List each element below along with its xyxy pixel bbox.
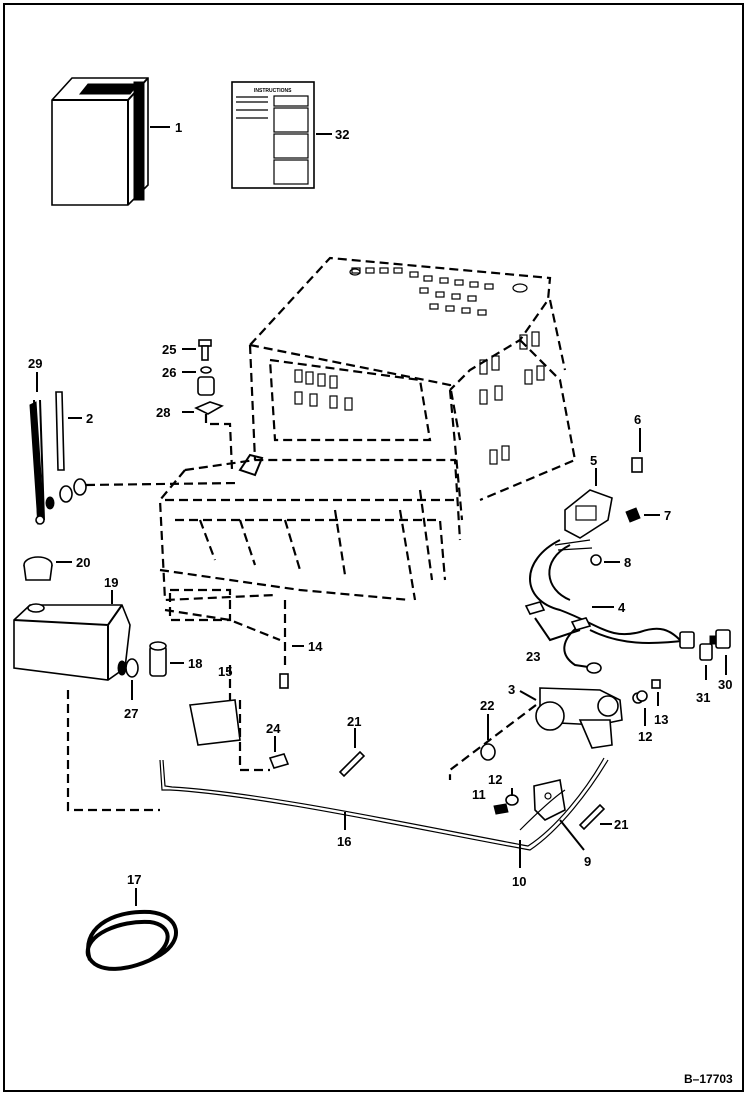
instruction-sheet: INSTRUCTIONS <box>231 81 332 189</box>
callout-7: 7 <box>664 508 671 523</box>
callout-8: 8 <box>624 555 631 570</box>
nozzle-clip <box>268 736 290 769</box>
callout-14: 14 <box>308 639 323 654</box>
washer-pump-seal <box>117 658 139 700</box>
callout-28: 28 <box>156 405 170 420</box>
callout-30: 30 <box>718 677 732 692</box>
callout-11: 11 <box>472 787 486 802</box>
callout-4: 4 <box>618 600 626 615</box>
arm-hardware <box>45 478 239 510</box>
figure-border <box>3 3 744 1092</box>
callout-19: 19 <box>104 575 118 590</box>
kit-box <box>51 77 170 206</box>
washer-reservoir <box>13 590 160 812</box>
grommet <box>480 714 496 761</box>
harness-plugs <box>679 629 731 680</box>
motor-nut <box>651 679 661 706</box>
linkage-pin <box>578 803 612 831</box>
callout-22: 22 <box>480 698 494 713</box>
callout-6: 6 <box>634 412 641 427</box>
callout-10: 10 <box>512 874 526 889</box>
linkage-rod <box>519 789 566 868</box>
callout-21-a: 21 <box>347 714 361 729</box>
mount-bolt <box>182 339 212 361</box>
callout-5: 5 <box>590 453 597 468</box>
motor-washer <box>636 690 648 726</box>
reservoir-cap <box>23 556 72 581</box>
washer-pump <box>149 641 184 677</box>
callout-16: 16 <box>337 834 351 849</box>
callout-15: 15 <box>218 664 232 679</box>
coiled-hose <box>85 888 178 971</box>
callout-24: 24 <box>266 721 281 736</box>
wiper-arm <box>55 391 82 471</box>
figure-reference: B–17703 <box>684 1072 733 1086</box>
callout-3: 3 <box>508 682 515 697</box>
cab-outline <box>158 256 577 642</box>
callout-12-a: 12 <box>638 729 652 744</box>
callout-27: 27 <box>124 706 138 721</box>
washer-hose <box>159 757 609 851</box>
wiper-motor <box>448 687 644 780</box>
harness-connectors <box>524 601 592 642</box>
switch-knob <box>631 428 643 473</box>
switch-screw <box>590 554 620 566</box>
mount-bushing <box>182 366 215 396</box>
callout-2: 2 <box>86 411 93 426</box>
nozzle-bolt <box>279 600 304 689</box>
callout-26: 26 <box>162 365 176 380</box>
callout-12-b: 12 <box>488 772 502 787</box>
callout-9: 9 <box>584 854 591 869</box>
switch-housing <box>564 468 613 539</box>
callout-23: 23 <box>526 649 540 664</box>
linkage-bracket <box>533 779 585 851</box>
callout-21-b: 21 <box>614 817 628 832</box>
mount-bracket <box>182 401 234 471</box>
bracket-bolt <box>493 788 519 815</box>
callout-1: 1 <box>175 120 182 135</box>
callout-20: 20 <box>76 555 90 570</box>
clevis-pin <box>338 728 366 778</box>
callout-32: 32 <box>335 127 349 142</box>
callout-13: 13 <box>654 712 668 727</box>
sheet-heading: INSTRUCTIONS <box>254 88 292 94</box>
wiper-blade <box>29 372 45 525</box>
wiring-harness <box>529 539 691 674</box>
callout-29: 29 <box>28 356 42 371</box>
callout-31: 31 <box>696 690 710 705</box>
callout-25: 25 <box>162 342 176 357</box>
nozzle-bracket <box>189 665 270 772</box>
callout-18: 18 <box>188 656 202 671</box>
callout-17: 17 <box>127 872 141 887</box>
switch-clip <box>625 507 660 523</box>
